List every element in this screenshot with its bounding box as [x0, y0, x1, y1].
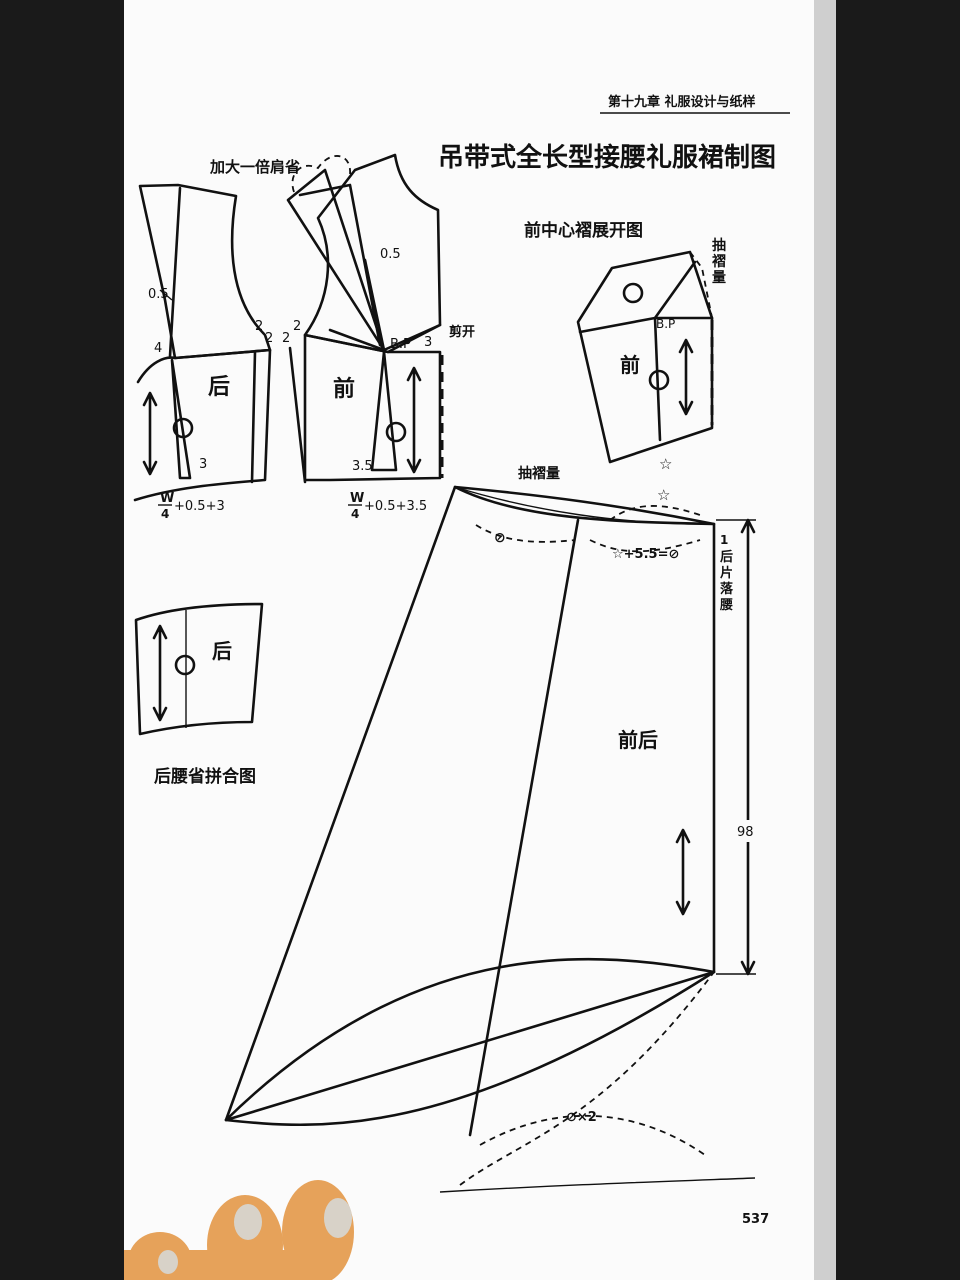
- back-drop-4: 落: [720, 581, 734, 597]
- skirt-hem-curve: [224, 970, 716, 1127]
- back-waist-piece: [133, 348, 272, 502]
- enlarge-dart-label: 加大一倍肩省: [209, 158, 300, 176]
- bp-label: B.P: [390, 337, 411, 352]
- nail-2: [324, 1198, 352, 1238]
- back-label: 后: [208, 375, 230, 400]
- back-dart-title: 后腰省拼合图: [154, 766, 256, 787]
- front-bodice-outline: [303, 153, 442, 354]
- dim-2d: 2: [293, 319, 301, 334]
- back-drop-3: 片: [720, 565, 733, 581]
- bp-label-2: B.P: [656, 317, 675, 331]
- dim-35: 3.5: [352, 459, 373, 474]
- front-pleat-slash-2: [653, 260, 697, 320]
- skirt-waist-top: [453, 485, 716, 526]
- waist-arc-dashed-1: [475, 524, 576, 543]
- pleat-grain-arrow-icon: [678, 338, 694, 416]
- gather-amount-label: 抽褶量: [518, 465, 560, 482]
- front-pleat-center: [653, 316, 662, 442]
- front-grain-arrow-icon: [406, 366, 422, 474]
- waist-arc-dashed-2: [589, 539, 701, 553]
- back-merged-label: 后: [212, 639, 232, 663]
- back-dart-merged-piece: [134, 602, 264, 736]
- back-guide: [159, 289, 173, 301]
- front-waist-formula: +0.5+3.5: [364, 499, 427, 514]
- skirt-hem-dashed: [459, 971, 715, 1186]
- skirt-grain-arrow-icon: [675, 828, 691, 916]
- length-dimension-arrow: [740, 518, 756, 976]
- front-dart-line-2: [328, 328, 386, 352]
- back-drop-5: 腰: [719, 598, 733, 613]
- front-pleat-piece: [576, 250, 714, 464]
- nail-3: [158, 1250, 178, 1274]
- side-seam-front: [288, 346, 307, 484]
- back-merged-circle-icon: [174, 654, 196, 676]
- front-grain-circle-icon: [385, 421, 407, 443]
- star-formula: ☆+5.5=⊘: [612, 547, 679, 562]
- gather-vertical-2: 褶: [712, 253, 726, 270]
- dim-3-front: 3: [424, 335, 432, 350]
- pleat-circle-icon-1: [622, 282, 644, 304]
- dim-2b: 2: [265, 331, 273, 346]
- w-numerator-back: W: [160, 491, 174, 506]
- back-bodice-outline: [138, 183, 272, 360]
- front-pleat-title: 前中心褶展开图: [524, 220, 643, 241]
- dim-4: 4: [154, 341, 162, 356]
- skirt-outline: [224, 485, 716, 1122]
- dim-05-back: 0.5: [148, 287, 169, 302]
- chapter-header: 第十九章 礼服设计与纸样: [608, 94, 756, 110]
- back-center-line: [168, 186, 182, 358]
- gather-vertical-1: 抽: [712, 237, 726, 254]
- skirt-gather-line: [454, 486, 715, 525]
- waist-arc-dashed-3: [609, 505, 701, 521]
- rotated-dart-panel: [286, 168, 386, 352]
- back-grain-arrow-icon: [142, 391, 158, 476]
- star-symbol-2: ☆: [657, 486, 670, 504]
- back-drop-2: 后: [720, 549, 733, 565]
- nail-1: [234, 1204, 262, 1240]
- side-seam-back: [250, 350, 257, 484]
- page-edge: [814, 0, 836, 1280]
- book-page: [124, 0, 814, 1280]
- skirt-side-seam: [468, 518, 580, 1137]
- front-label: 前: [333, 376, 355, 402]
- pleat-circle-icon-2: [648, 369, 670, 391]
- length-label: 98: [737, 825, 754, 840]
- star-symbol-1: ☆: [659, 455, 672, 473]
- front-waist-dart: [370, 350, 398, 472]
- cut-open-line: [382, 323, 442, 352]
- skirt-hem-extension: [439, 1177, 756, 1193]
- length-label-bg: [736, 820, 760, 842]
- dashed-dart-curve: [291, 155, 351, 193]
- back-waist-formula: +0.5+3: [174, 499, 225, 514]
- dim-3-back: 3: [199, 457, 207, 472]
- w-numerator-front: W: [350, 491, 364, 506]
- back-grain-circle-icon: [172, 417, 194, 439]
- hem-formula: ⊘×2: [566, 1110, 597, 1125]
- dim-2c: 2: [282, 331, 290, 346]
- back-drop-1: 1: [720, 533, 728, 547]
- w-denominator-front: 4: [351, 507, 359, 521]
- dim-05-front: 0.5: [380, 247, 401, 262]
- circle-symbol: ⊘: [494, 530, 506, 546]
- rotated-dart-inner: [298, 183, 382, 347]
- page-number: 537: [742, 1212, 769, 1227]
- page-title: 吊带式全长型接腰礼服裙制图: [438, 142, 776, 173]
- back-merged-arrow-icon: [152, 624, 168, 722]
- skirt-hem-straight: [224, 970, 716, 1122]
- cut-open-label: 剪开: [449, 324, 475, 340]
- hem-arc-dashed: [479, 1114, 706, 1156]
- w-denominator-back: 4: [161, 507, 169, 521]
- gather-vertical-3: 量: [712, 270, 726, 286]
- front-back-label: 前后: [618, 728, 658, 752]
- pleat-front-label: 前: [620, 353, 640, 377]
- front-pleat-slash: [578, 316, 657, 334]
- dim-2a: 2: [255, 319, 263, 334]
